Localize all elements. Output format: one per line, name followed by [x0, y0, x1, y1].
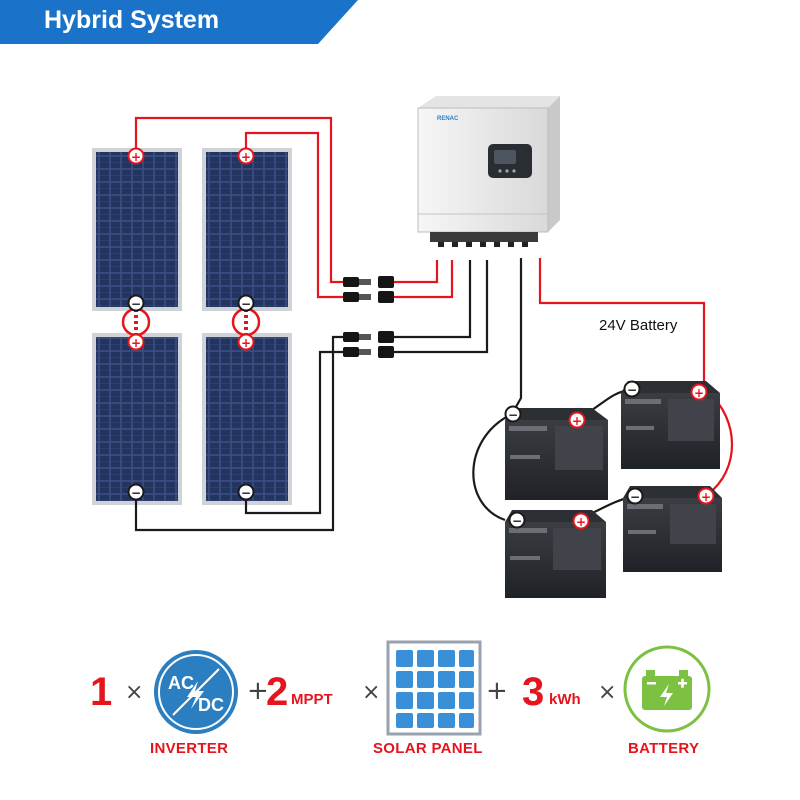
inverter-caption: INVERTER — [150, 740, 229, 757]
wiring-diagram: RENAC — [92, 96, 734, 598]
positive-terminal: + — [568, 411, 586, 429]
svg-text:+: + — [131, 336, 141, 350]
system-formula: 1 × AC DC + 2 MPPT × + 3 kWh × — [0, 630, 800, 770]
solar-panel — [202, 148, 292, 311]
times-symbol: × — [598, 680, 617, 705]
svg-text:−: − — [241, 486, 251, 500]
solar-panel — [202, 333, 292, 505]
negative-terminal: − — [626, 487, 644, 505]
svg-text:−: − — [512, 514, 522, 528]
times-symbol: × — [125, 680, 144, 705]
positive-terminal: + — [237, 147, 255, 165]
negative-terminal: − — [237, 294, 255, 312]
inverter-count: 1 — [90, 670, 113, 714]
negative-terminal: − — [237, 483, 255, 501]
solar-panel — [92, 333, 182, 505]
battery-caption: BATTERY — [628, 740, 700, 757]
page-title: Hybrid System — [44, 6, 220, 34]
positive-terminal: + — [572, 512, 590, 530]
battery-unit — [621, 381, 720, 469]
times-symbol: × — [362, 680, 381, 705]
negative-terminal: − — [127, 294, 145, 312]
battery-unit — [623, 486, 722, 572]
title-banner: Hybrid System — [0, 0, 360, 44]
svg-text:+: + — [131, 150, 141, 164]
plus-symbol: + — [486, 676, 508, 706]
svg-text:+: + — [572, 414, 582, 428]
negative-terminal: − — [127, 483, 145, 501]
svg-text:−: − — [131, 297, 141, 311]
svg-text:−: − — [131, 486, 141, 500]
svg-text:+: + — [701, 490, 711, 504]
pv-negative-wires — [134, 260, 489, 532]
negative-terminal: − — [623, 380, 641, 398]
solar-panel-icon — [386, 640, 482, 741]
capacity-unit: kWh — [549, 691, 581, 708]
negative-terminal: − — [504, 405, 522, 423]
inverter-brand: RENAC — [437, 116, 459, 122]
solar-panel-caption: SOLAR PANEL — [373, 740, 483, 757]
mc4-connectors — [343, 276, 394, 358]
battery-capacity: 3 — [522, 670, 545, 714]
negative-terminal: − — [508, 511, 526, 529]
pv-positive-wires — [134, 116, 454, 299]
battery-unit — [505, 408, 608, 500]
svg-text:+: + — [694, 386, 704, 400]
svg-text:+: + — [241, 150, 251, 164]
series-links — [121, 307, 261, 337]
solar-panel — [92, 148, 182, 311]
battery-icon — [622, 644, 712, 739]
terminal-markers: + + − − + + − − − + − + − + − + — [127, 147, 715, 530]
positive-terminal: + — [127, 147, 145, 165]
svg-text:+: + — [576, 515, 586, 529]
hybrid-inverter: RENAC — [417, 96, 560, 247]
positive-terminal: + — [127, 333, 145, 351]
mppt-count: 2 — [266, 670, 289, 714]
dc-label: DC — [198, 695, 224, 715]
positive-terminal: + — [237, 333, 255, 351]
plus-symbol: + — [247, 676, 269, 706]
battery-bank-label: 24V Battery — [599, 317, 678, 334]
ac-label: AC — [168, 673, 194, 693]
positive-terminal: + — [690, 383, 708, 401]
inverter-icon: AC DC — [151, 647, 241, 742]
svg-text:−: − — [508, 408, 518, 422]
positive-terminal: + — [697, 487, 715, 505]
svg-text:+: + — [241, 336, 251, 350]
svg-text:−: − — [630, 490, 640, 504]
svg-text:−: − — [627, 383, 637, 397]
mppt-unit: MPPT — [291, 691, 333, 708]
title-banner-shape — [0, 0, 358, 44]
svg-text:−: − — [241, 297, 251, 311]
solar-panel-array — [92, 148, 292, 505]
